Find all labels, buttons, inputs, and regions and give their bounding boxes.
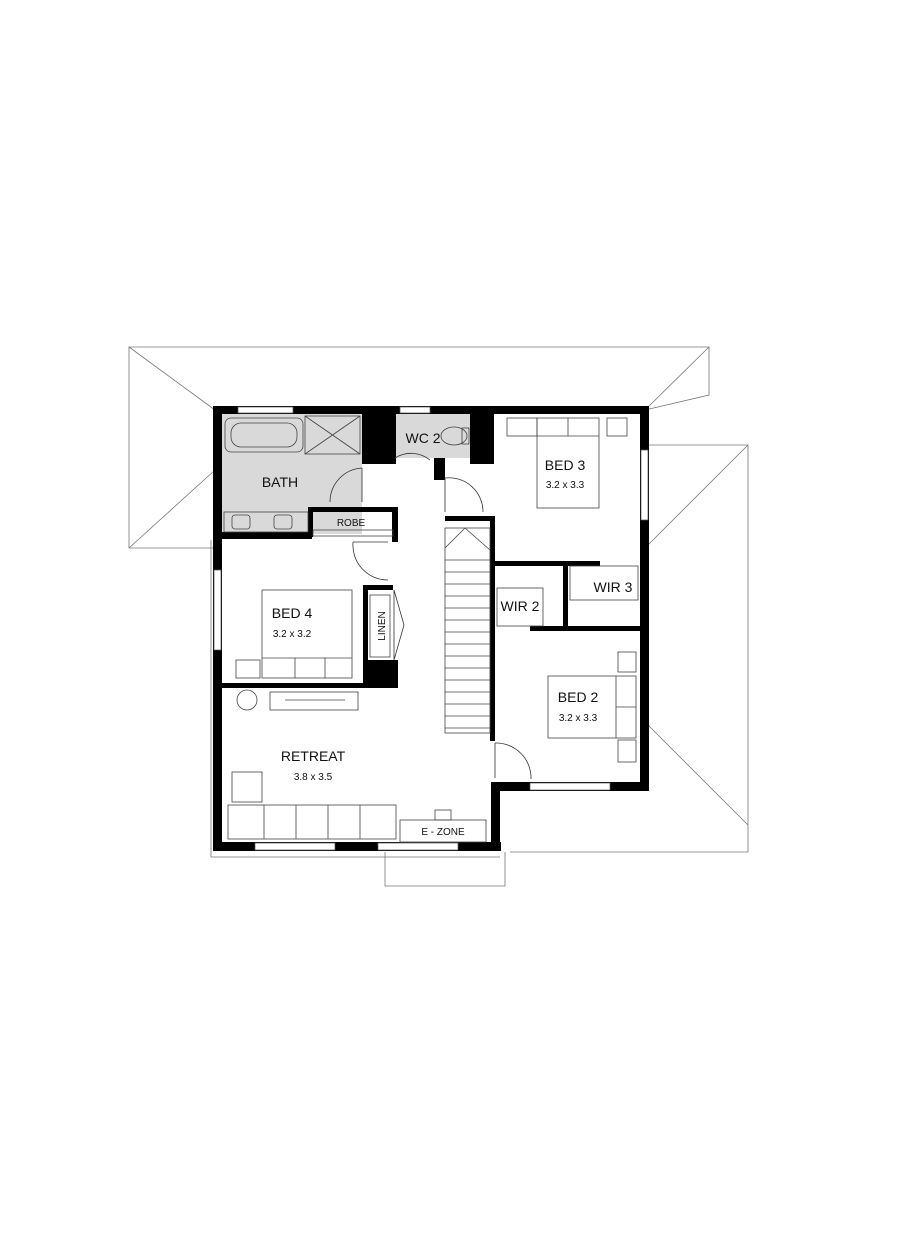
doors — [329, 452, 532, 780]
room-label-bed3: BED 3 — [545, 457, 586, 473]
wet-areas — [222, 414, 470, 534]
room-label-retreat: RETREAT — [281, 748, 346, 764]
room-label-ezone: E - ZONE — [421, 827, 465, 838]
room-size-retreat: 3.8 x 3.5 — [294, 772, 333, 783]
room-labels: BATH WC 2 BED 3 3.2 x 3.3 ROBE BED 4 3.2… — [262, 430, 633, 838]
room-size-bed4: 3.2 x 3.2 — [273, 629, 312, 640]
fixtures — [223, 415, 639, 843]
interior-walls — [222, 414, 640, 741]
room-label-linen: LINEN — [377, 611, 388, 640]
room-size-bed2: 3.2 x 3.3 — [559, 713, 598, 724]
room-label-bed4: BED 4 — [272, 605, 313, 621]
room-label-wir2: WIR 2 — [501, 598, 540, 614]
room-label-robe: ROBE — [337, 518, 366, 529]
staircase — [444, 527, 491, 734]
room-label-wc2: WC 2 — [406, 430, 441, 446]
room-label-wir3: WIR 3 — [594, 579, 633, 595]
room-size-bed3: 3.2 x 3.3 — [546, 480, 585, 491]
room-label-bath: BATH — [262, 474, 298, 490]
room-label-bed2: BED 2 — [558, 689, 599, 705]
windows — [213, 406, 649, 851]
